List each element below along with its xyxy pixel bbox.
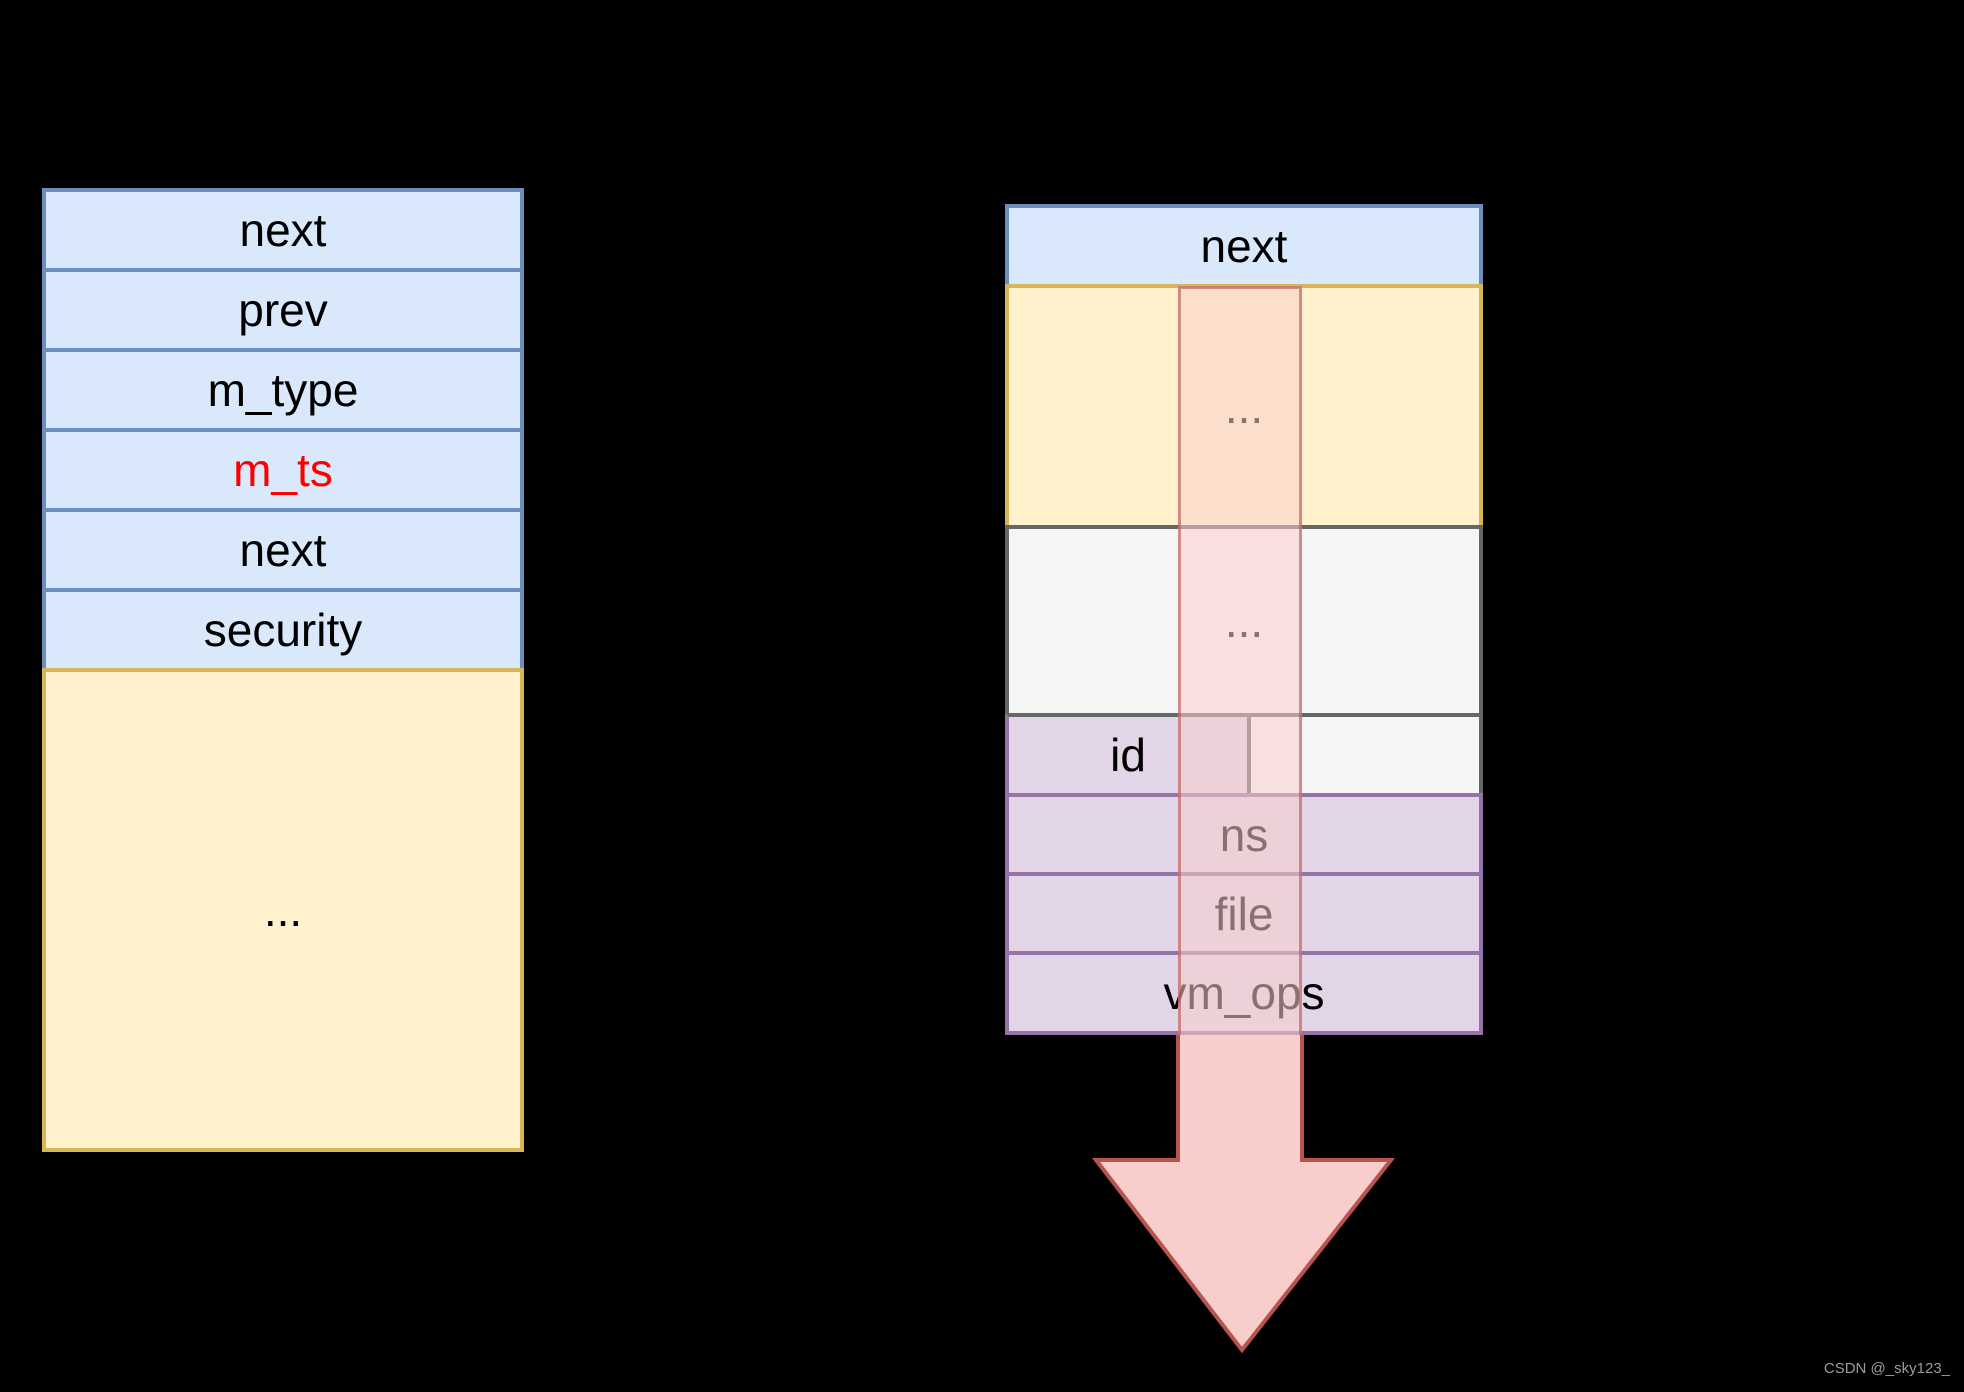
left-struct-table: next prev m_type m_ts next security <box>42 188 524 672</box>
down-arrow-overlay-band <box>1178 286 1302 1035</box>
table-row: next <box>1005 204 1483 288</box>
table-row: security <box>42 588 524 672</box>
field-label: security <box>203 604 363 656</box>
down-arrow-icon <box>1091 1035 1396 1354</box>
table-row: next <box>42 508 524 592</box>
watermark-text: CSDN @_sky123_ <box>1823 1360 1950 1377</box>
field-label: next <box>239 524 327 576</box>
field-label: prev <box>238 284 328 336</box>
left-data-block: ... <box>42 668 524 1152</box>
table-row: m_type <box>42 348 524 432</box>
field-label: m_type <box>207 364 359 416</box>
table-row: prev <box>42 268 524 352</box>
field-label: id <box>1110 729 1146 781</box>
table-row: next <box>42 188 524 272</box>
field-label: next <box>1200 220 1288 272</box>
ellipsis-label: ... <box>263 884 303 936</box>
field-label-highlighted: m_ts <box>233 444 333 496</box>
table-row-highlighted: m_ts <box>42 428 524 512</box>
field-label: next <box>239 204 327 256</box>
